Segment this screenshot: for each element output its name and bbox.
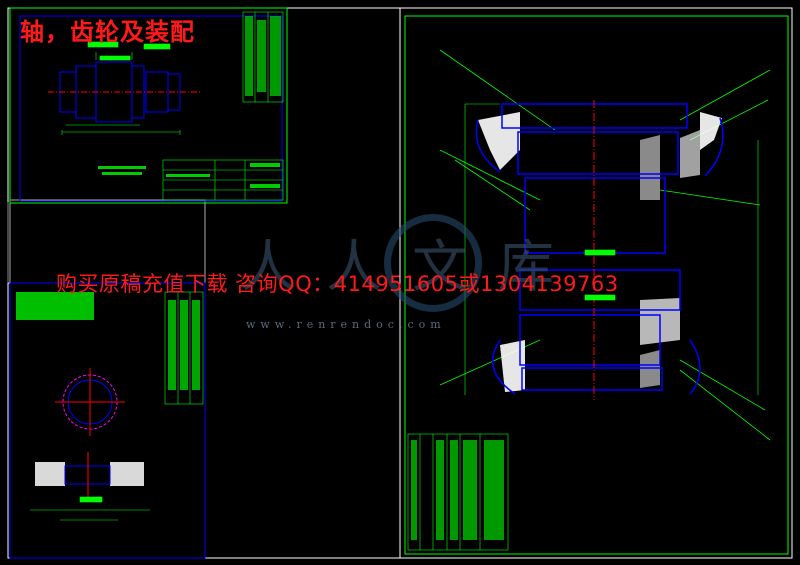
promo-banner: 购买原稿充值下载 咨询QQ：414951605或1304139763 xyxy=(56,272,619,296)
gear-drawing xyxy=(9,282,206,559)
assembly-drawing xyxy=(404,15,789,555)
watermark-url: www.renrendoc.com xyxy=(246,318,446,331)
shaft-drawing xyxy=(9,7,288,204)
page-title: 轴，齿轮及装配 xyxy=(20,18,195,46)
watermark-circle xyxy=(384,214,482,312)
